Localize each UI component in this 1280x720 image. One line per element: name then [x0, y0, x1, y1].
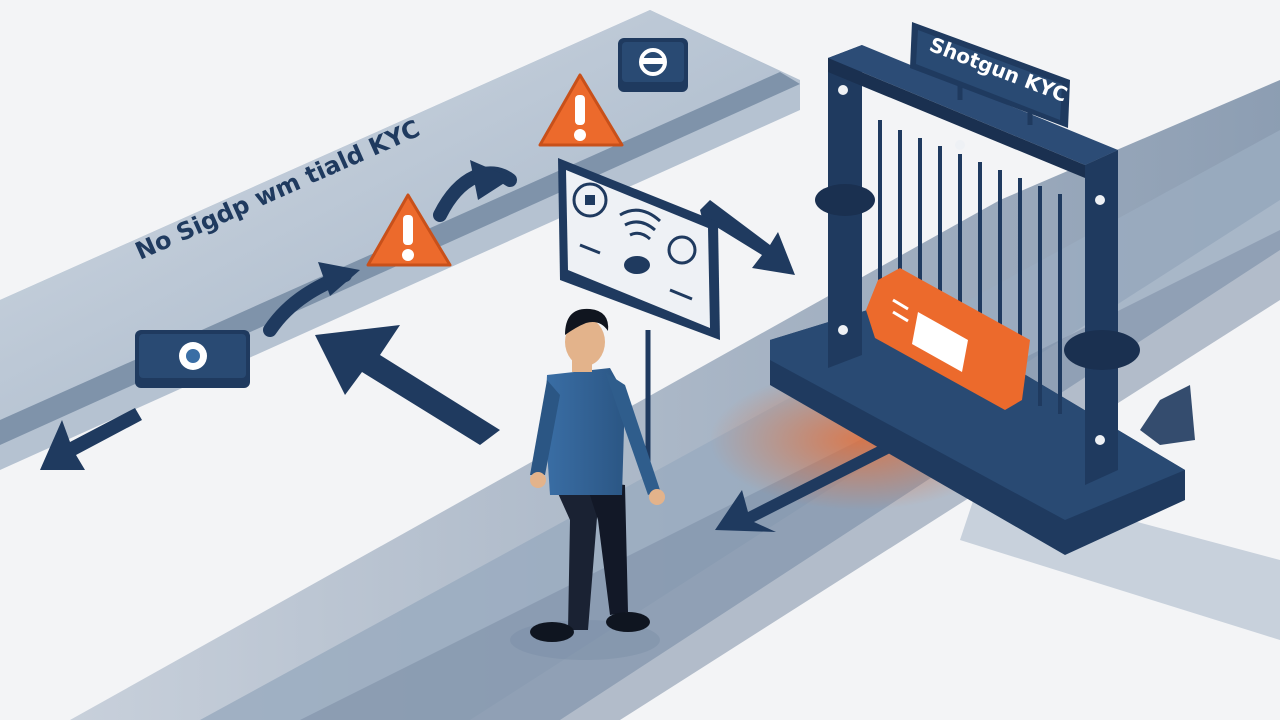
person-figure — [510, 308, 665, 660]
warning-icon — [538, 73, 624, 147]
large-arrow-up-left — [315, 325, 500, 445]
warning-icon — [366, 193, 452, 267]
arrow-to-gate — [700, 200, 795, 275]
ticket-icon — [618, 38, 688, 92]
turnstile-gate-icon — [770, 45, 1185, 555]
ticket-icon — [135, 330, 250, 388]
curved-arrow-upper — [433, 160, 517, 222]
id-card-icon — [866, 268, 1030, 410]
arrow-left-path — [40, 408, 142, 470]
arrow-walkway — [715, 430, 916, 532]
arrow-right-edge — [1140, 385, 1195, 445]
scanner-kiosk-icon — [558, 158, 720, 480]
curved-arrow-lower — [263, 262, 360, 337]
